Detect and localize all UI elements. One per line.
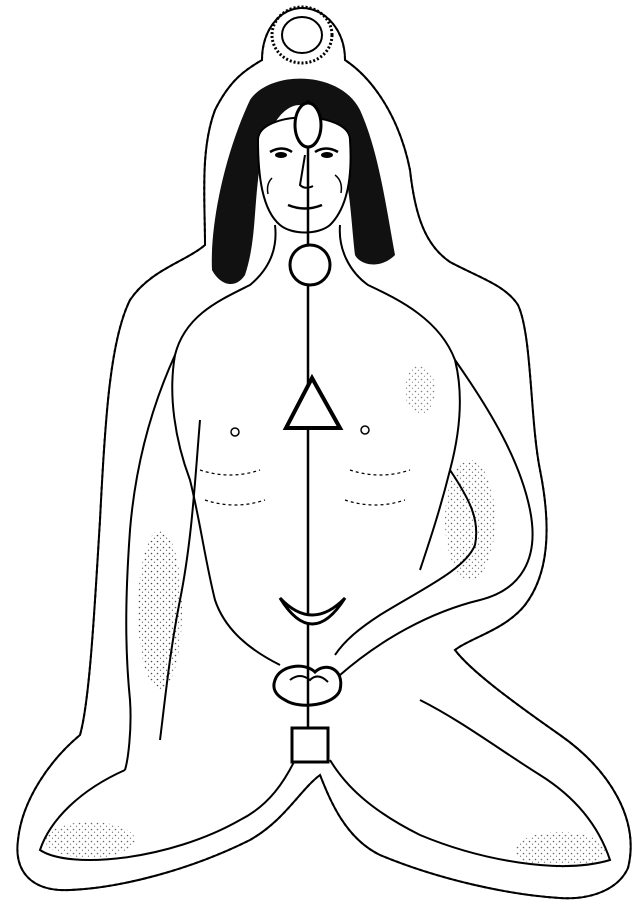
circle-symbol: [290, 245, 330, 285]
square-symbol: [292, 728, 328, 762]
rib-lines: [200, 470, 410, 505]
body-outline: [40, 225, 610, 866]
crescent-symbol: [280, 598, 345, 624]
oval-symbol: [295, 103, 321, 147]
triangle-symbol: [286, 378, 340, 428]
